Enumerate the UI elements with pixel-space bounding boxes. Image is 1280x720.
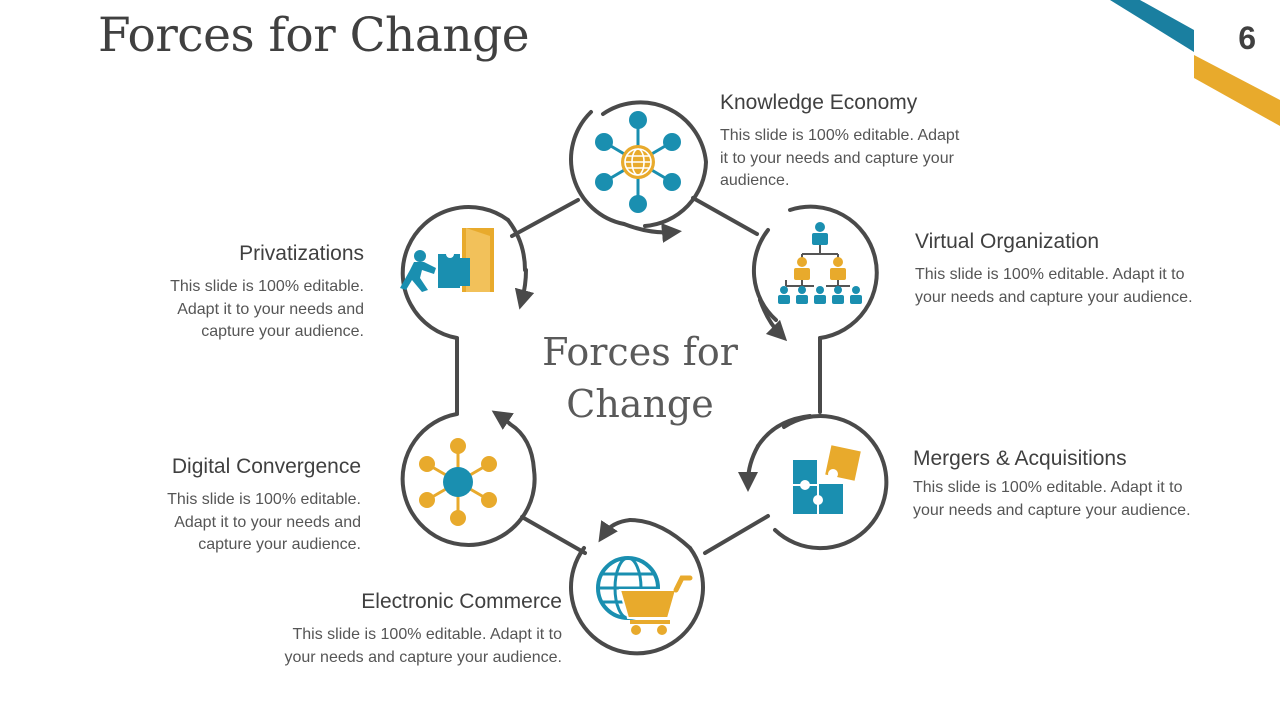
item-title: Knowledge Economy	[720, 91, 918, 114]
item-title: Privatizations	[239, 242, 364, 265]
center-title: Forces for Change	[500, 326, 780, 430]
slide-title: Forces for Change	[98, 8, 530, 63]
item-description: This slide is 100% editable. Adapt it to…	[167, 491, 361, 553]
item-description: This slide is 100% editable. Adapt it to…	[720, 127, 960, 189]
center-title-line1: Forces for	[542, 330, 738, 374]
circle-electronic-commerce	[569, 518, 705, 656]
circle-knowledge-economy	[569, 100, 709, 243]
circle-digital-convergence	[400, 410, 537, 547]
item-title: Mergers & Acquisitions	[913, 447, 1127, 470]
item-title: Digital Convergence	[171, 455, 361, 478]
connector-privatizations-knowledge	[510, 198, 580, 238]
puzzle-icon	[793, 445, 861, 514]
circle-virtual-organization	[751, 204, 879, 342]
connector-mergers-commerce	[703, 514, 770, 555]
center-title-line2: Change	[566, 382, 714, 426]
item-title: Electronic Commerce	[361, 590, 562, 613]
circle-privatizations	[400, 205, 535, 340]
connector-lines	[455, 196, 822, 555]
item-knowledge-economy: Knowledge Economy This slide is 100% edi…	[720, 91, 960, 193]
hub-network-icon	[419, 438, 497, 526]
connector-commerce-digital	[520, 515, 587, 555]
circle-mergers-acquisitions	[738, 414, 889, 551]
item-electronic-commerce: Electronic Commerce This slide is 100% e…	[270, 590, 562, 669]
item-description: This slide is 100% editable. Adapt it to…	[915, 266, 1193, 306]
item-description: This slide is 100% editable. Adapt it to…	[913, 479, 1191, 519]
page-number: 6	[1238, 20, 1256, 56]
item-mergers-acquisitions: Mergers & Acquisitions This slide is 100…	[913, 447, 1203, 522]
globe-cart-icon	[596, 556, 693, 635]
item-virtual-organization: Virtual Organization This slide is 100% …	[915, 230, 1205, 309]
connector-knowledge-virtual	[691, 196, 759, 236]
item-description: This slide is 100% editable. Adapt it to…	[170, 278, 364, 340]
org-chart-icon	[778, 222, 862, 304]
corner-decoration	[1110, 0, 1280, 126]
item-description: This slide is 100% editable. Adapt it to…	[284, 626, 562, 666]
globe-network-icon	[595, 111, 681, 213]
item-digital-convergence: Digital Convergence This slide is 100% e…	[125, 455, 361, 557]
item-privatizations: Privatizations This slide is 100% editab…	[128, 242, 364, 344]
item-title: Virtual Organization	[915, 230, 1100, 253]
person-pushing-puzzle-icon	[400, 228, 494, 292]
